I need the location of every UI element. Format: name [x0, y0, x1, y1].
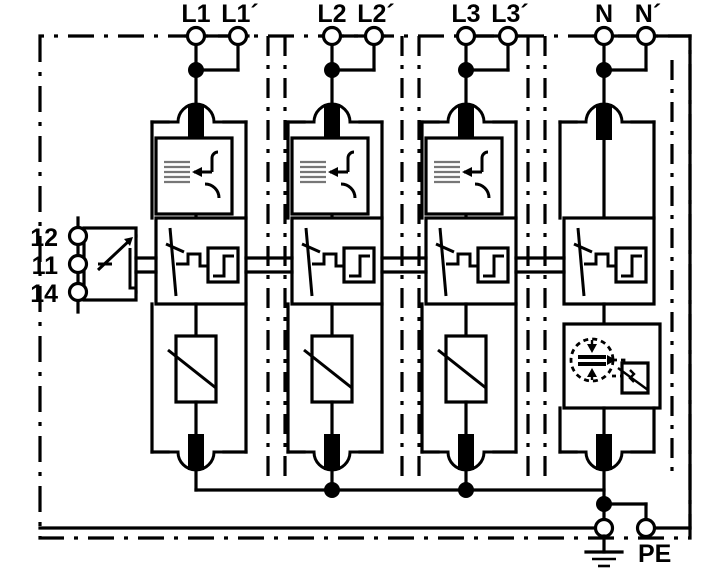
label-N: N	[595, 0, 613, 28]
label-terminal-14: 14	[30, 280, 58, 308]
plug-connector-bottom-L1	[166, 432, 226, 472]
label-terminal-11: 11	[32, 252, 59, 280]
thermal-disconnector-symbol-L1	[164, 150, 221, 199]
top-terminals[interactable]	[185, 25, 657, 47]
label-L3: L3	[451, 0, 480, 28]
label-L1: L1	[181, 0, 210, 28]
terminal-N[interactable]	[593, 25, 615, 47]
remote-contact-symbol-L1	[165, 227, 240, 297]
signal-terminal-labels: 12 11 14	[30, 224, 58, 308]
remote-contact-symbol-L3	[435, 227, 510, 297]
label-L2-prime: L2´	[357, 0, 395, 28]
terminal-14[interactable]	[67, 281, 89, 303]
label-L3-prime: L3´	[491, 0, 529, 28]
top-terminal-labels: L1 L1´ L2 L2´ L3 L3´ N N´	[181, 0, 661, 28]
thermal-disconnector-symbol-L3	[434, 150, 491, 199]
remote-signal-terminal-block	[76, 216, 158, 314]
bottom-terminals[interactable]	[593, 517, 657, 539]
terminal-12[interactable]	[67, 225, 89, 247]
terminal-N-prime[interactable]	[635, 25, 657, 47]
label-L1-prime: L1´	[221, 0, 259, 28]
label-terminal-12: 12	[30, 224, 58, 252]
varistor-L2	[310, 334, 354, 404]
plug-connector-top-L2	[302, 102, 362, 142]
spark-gap-symbol-N	[569, 337, 650, 395]
terminal-PE[interactable]	[635, 517, 657, 539]
varistor-slash-L3	[437, 348, 487, 390]
remote-contact-symbol-N	[573, 227, 648, 297]
inter-module-signal-bus	[244, 256, 566, 274]
plug-connector-top-L1	[166, 102, 226, 142]
terminal-earth[interactable]	[593, 517, 615, 539]
plug-connector-bottom-L3	[436, 432, 496, 472]
plug-connector-bottom-L2	[302, 432, 362, 472]
module-L2	[286, 102, 384, 492]
module-L3	[420, 102, 518, 492]
varistor-slash-L1	[167, 348, 217, 390]
label-N-prime: N´	[635, 0, 661, 28]
thermal-disconnector-symbol-L2	[300, 150, 357, 199]
pe-bus	[38, 482, 648, 530]
varistor-slash-L2	[303, 348, 353, 390]
terminal-11[interactable]	[67, 253, 89, 275]
varistor-L1	[174, 334, 218, 404]
terminal-L3[interactable]	[455, 25, 477, 47]
module-N	[558, 102, 662, 530]
plug-connector-bottom-N	[574, 432, 634, 472]
protective-earth-icon	[584, 534, 624, 568]
terminal-L1-prime[interactable]	[227, 25, 249, 47]
top-junction-dots	[188, 62, 612, 78]
remote-contact-symbol-L2	[301, 227, 376, 297]
label-L2: L2	[317, 0, 346, 28]
module-L1	[150, 102, 248, 492]
terminal-L2[interactable]	[321, 25, 343, 47]
plug-connector-top-L3	[436, 102, 496, 142]
signal-terminals[interactable]	[67, 225, 89, 303]
label-PE: PE	[638, 540, 671, 568]
terminal-L2-prime[interactable]	[363, 25, 385, 47]
varistor-L3	[444, 334, 488, 404]
plug-connector-top-N	[574, 102, 634, 142]
terminal-L1[interactable]	[185, 25, 207, 47]
terminal-L3-prime[interactable]	[497, 25, 519, 47]
